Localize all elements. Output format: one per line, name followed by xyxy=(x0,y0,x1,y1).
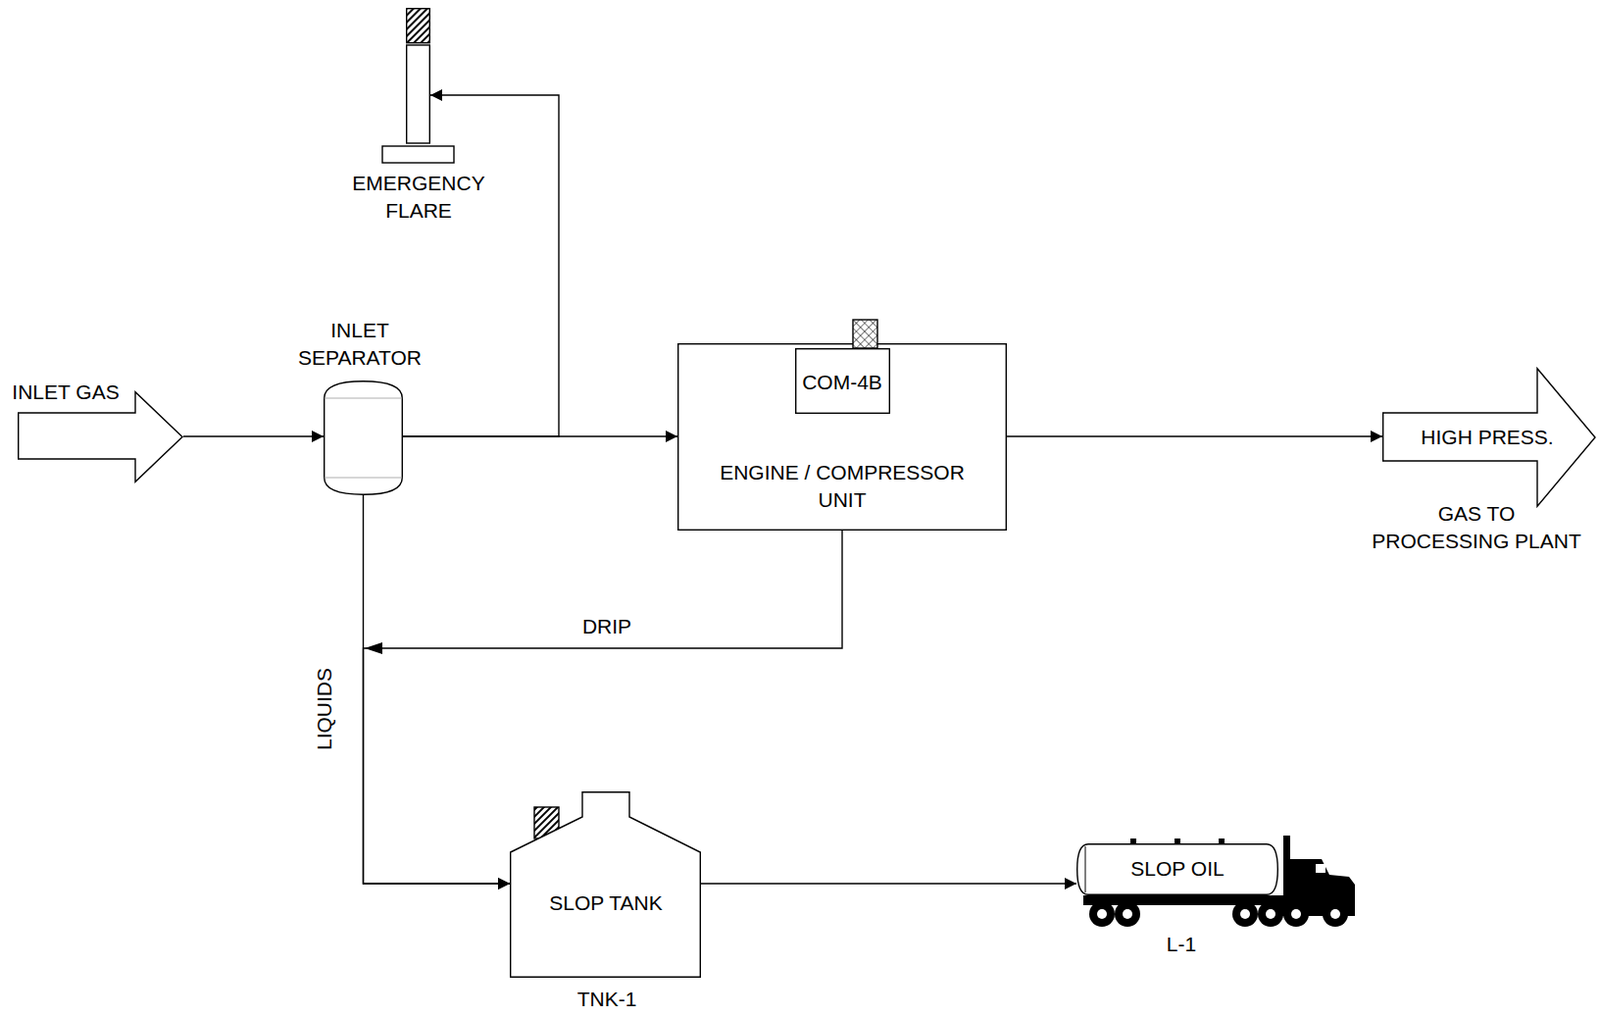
separator-vessel: INLET SEPARATOR xyxy=(323,380,403,496)
node-label: ENGINE / COMPRESSOR UNIT xyxy=(695,458,990,514)
node-label: INLET SEPARATOR xyxy=(286,316,434,372)
separator-vessel-shape xyxy=(323,380,403,496)
node-label: INLET GAS xyxy=(11,378,119,406)
exhaust-stack xyxy=(852,319,878,349)
engine-outline xyxy=(796,349,891,414)
truck-wheel xyxy=(1257,900,1284,927)
flare-pipe xyxy=(406,45,431,144)
truck-wheel xyxy=(1283,900,1309,927)
engine-box: COM-4B xyxy=(795,348,891,414)
truck-tank: SLOP OILL-1 xyxy=(1076,843,1279,896)
node-sublabel: GAS TO PROCESSING PLANT xyxy=(1371,500,1583,555)
node-label: EMERGENCY FLARE xyxy=(340,169,498,225)
edge-label: LIQUIDS xyxy=(310,665,339,752)
slop-tank: SLOP TANKTNK-1 xyxy=(509,791,701,978)
inlet-arrow-shape xyxy=(17,391,184,483)
truck-wheel xyxy=(1089,900,1115,927)
node-label: SLOP OIL xyxy=(1130,854,1224,883)
block-arrow xyxy=(18,392,183,483)
vessel-seam xyxy=(324,477,403,479)
vessel-seam xyxy=(324,398,403,400)
truck-wheel xyxy=(1114,900,1141,927)
wheel-hub xyxy=(1240,908,1250,919)
truck-wheel xyxy=(1232,900,1258,927)
flow-line xyxy=(700,882,1077,884)
node-label: COM-4B xyxy=(801,368,883,397)
outlet-arrow: HIGH PRESS.GAS TO PROCESSING PLANT xyxy=(1382,367,1597,507)
flow-line xyxy=(183,435,324,437)
compressor-unit: ENGINE / COMPRESSOR UNIT COM-4B xyxy=(677,343,1007,531)
wheel-hub xyxy=(1097,908,1107,919)
vessel-outline xyxy=(324,381,403,496)
slop-tank-shape xyxy=(509,791,701,978)
cab-window xyxy=(1315,863,1326,873)
flare-base xyxy=(382,146,454,163)
node-sublabel: L-1 xyxy=(1166,930,1197,958)
node-label: SLOP TANK xyxy=(549,889,663,917)
flare-stack: EMERGENCY FLARE xyxy=(405,7,431,164)
wheel-hub xyxy=(1122,908,1133,919)
inlet-arrow: INLET GAS xyxy=(17,391,184,483)
flare-tip xyxy=(406,8,431,44)
truck-tank-outline xyxy=(1077,844,1279,896)
block-arrow xyxy=(1383,368,1596,507)
tank-outline xyxy=(510,792,701,978)
wheel-hub xyxy=(1330,908,1341,919)
wheel-hub xyxy=(1265,908,1276,919)
tank-end-seam xyxy=(1085,846,1087,893)
flow-line xyxy=(1006,435,1383,437)
flare-stack-shape xyxy=(405,7,431,164)
edge-label: DRIP xyxy=(580,612,634,641)
flow-line xyxy=(363,495,511,884)
unit-outline xyxy=(678,344,1007,531)
truck-wheel xyxy=(1322,900,1349,927)
connector-group xyxy=(183,95,1383,884)
wheel-hub xyxy=(1291,908,1301,919)
node-sublabel: TNK-1 xyxy=(577,985,638,1013)
node-label: HIGH PRESS. xyxy=(1420,423,1553,451)
